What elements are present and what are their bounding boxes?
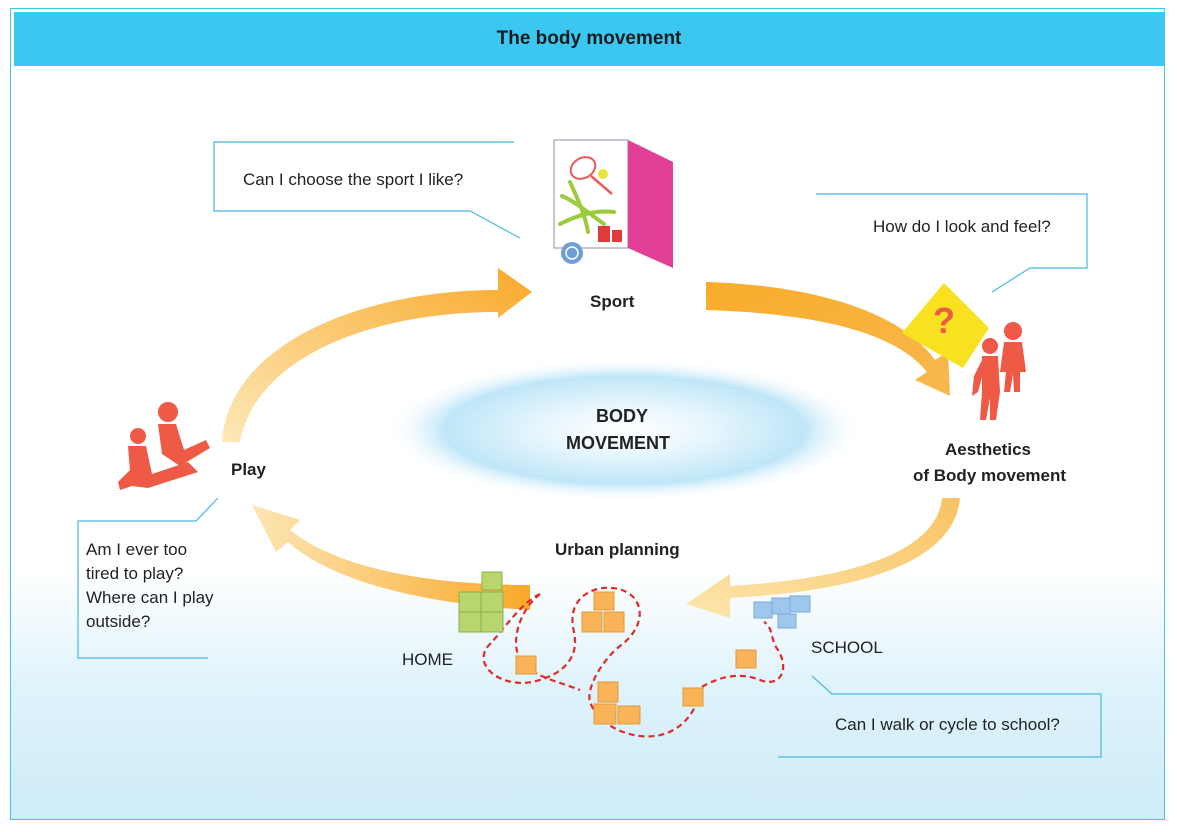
diagram-title: The body movement bbox=[496, 28, 682, 49]
aesthetics-picture bbox=[902, 283, 1026, 420]
school-cubes bbox=[753, 595, 811, 629]
question-school: Can I walk or cycle to school? bbox=[835, 715, 1060, 734]
arrow-sport-to-aesthetics bbox=[706, 282, 950, 396]
home-cubes bbox=[458, 571, 504, 633]
callout-play-outline bbox=[77, 497, 219, 659]
callout-sport-outline bbox=[213, 141, 521, 239]
question-aesthetics: How do I look and feel? bbox=[873, 217, 1051, 236]
question-play-line3: Where can I play bbox=[86, 588, 214, 607]
center-glow bbox=[385, 358, 865, 502]
question-sport: Can I choose the sport I like? bbox=[243, 170, 464, 189]
callout-aesthetics-outline bbox=[816, 193, 1088, 293]
node-home: HOME bbox=[402, 650, 453, 669]
center-label-line1: BODY bbox=[596, 406, 649, 426]
node-play: Play bbox=[231, 460, 266, 479]
node-sport: Sport bbox=[590, 292, 635, 311]
center-label-line2: MOVEMENT bbox=[566, 433, 671, 453]
node-school: SCHOOL bbox=[811, 638, 883, 657]
callout-school-outline bbox=[778, 675, 1102, 758]
urban-cubes bbox=[515, 591, 757, 725]
node-urban-planning: Urban planning bbox=[555, 540, 680, 559]
question-play-line2: tired to play? bbox=[86, 564, 184, 583]
question-mark-icon: ? bbox=[933, 300, 955, 341]
title-bar: The body movement bbox=[14, 12, 1164, 66]
node-aesthetics-line2: of Body movement bbox=[913, 466, 1067, 485]
question-play-line1: Am I ever too bbox=[86, 540, 188, 559]
question-play-line4: outside? bbox=[86, 612, 151, 631]
node-aesthetics-line1: Aesthetics bbox=[945, 440, 1031, 459]
arrow-play-to-sport bbox=[222, 268, 532, 442]
play-picture bbox=[118, 402, 210, 490]
sport-picture bbox=[553, 139, 673, 268]
arrow-home-to-play bbox=[252, 505, 530, 610]
arrow-aesthetics-to-school bbox=[686, 498, 960, 618]
